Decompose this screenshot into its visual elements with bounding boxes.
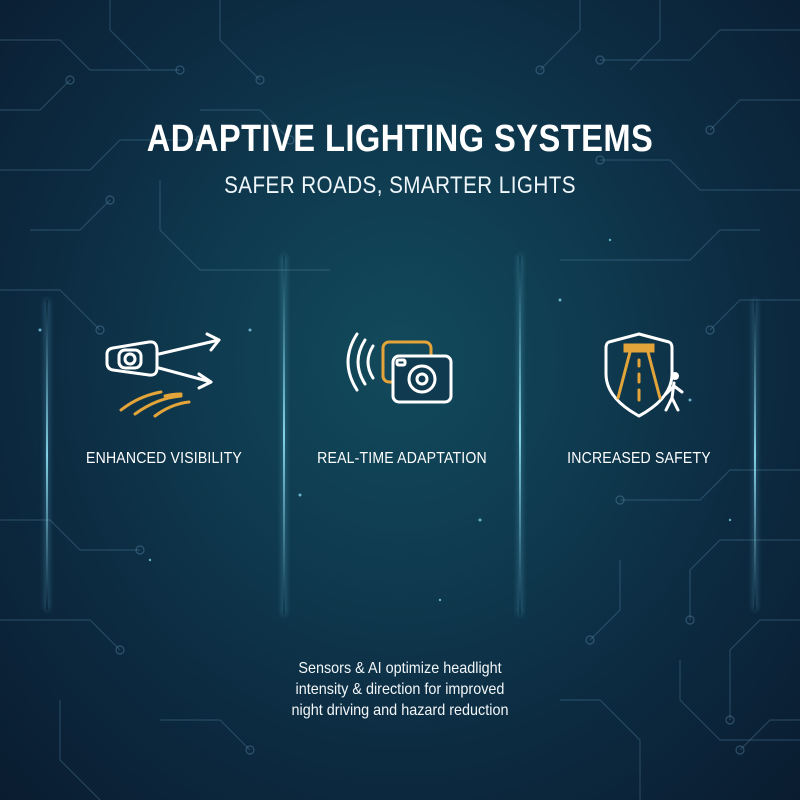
feature-label-increased-safety: INCREASED SAFETY bbox=[567, 450, 711, 467]
glow-divider-1 bbox=[46, 300, 48, 610]
camera-sensor-icon bbox=[346, 332, 453, 404]
feature-real-time-adaptation: REAL-TIME ADAPTATION bbox=[282, 330, 522, 468]
description-line-2: intensity & direction for improved bbox=[295, 681, 505, 698]
headlight-road-icon bbox=[105, 332, 221, 418]
page-subtitle: SAFER ROADS, SMARTER LIGHTS bbox=[224, 172, 576, 199]
glow-divider-3 bbox=[519, 255, 521, 615]
description-line-1: Sensors & AI optimize headlight bbox=[298, 660, 502, 677]
glow-divider-4 bbox=[754, 300, 756, 610]
page-title: ADAPTIVE LIGHTING SYSTEMS bbox=[146, 118, 654, 160]
feature-increased-safety: INCREASED SAFETY bbox=[519, 330, 759, 468]
shield-pedestrian-icon bbox=[604, 332, 684, 418]
feature-label-real-time-adaptation: REAL-TIME ADAPTATION bbox=[317, 450, 487, 467]
feature-enhanced-visibility: ENHANCED VISIBILITY bbox=[44, 330, 284, 468]
description-line-3: night driving and hazard reduction bbox=[291, 702, 509, 719]
glow-divider-2 bbox=[283, 255, 285, 615]
feature-label-enhanced-visibility: ENHANCED VISIBILITY bbox=[86, 450, 242, 467]
description: Sensors & AI optimize headlight intensit… bbox=[220, 658, 580, 721]
